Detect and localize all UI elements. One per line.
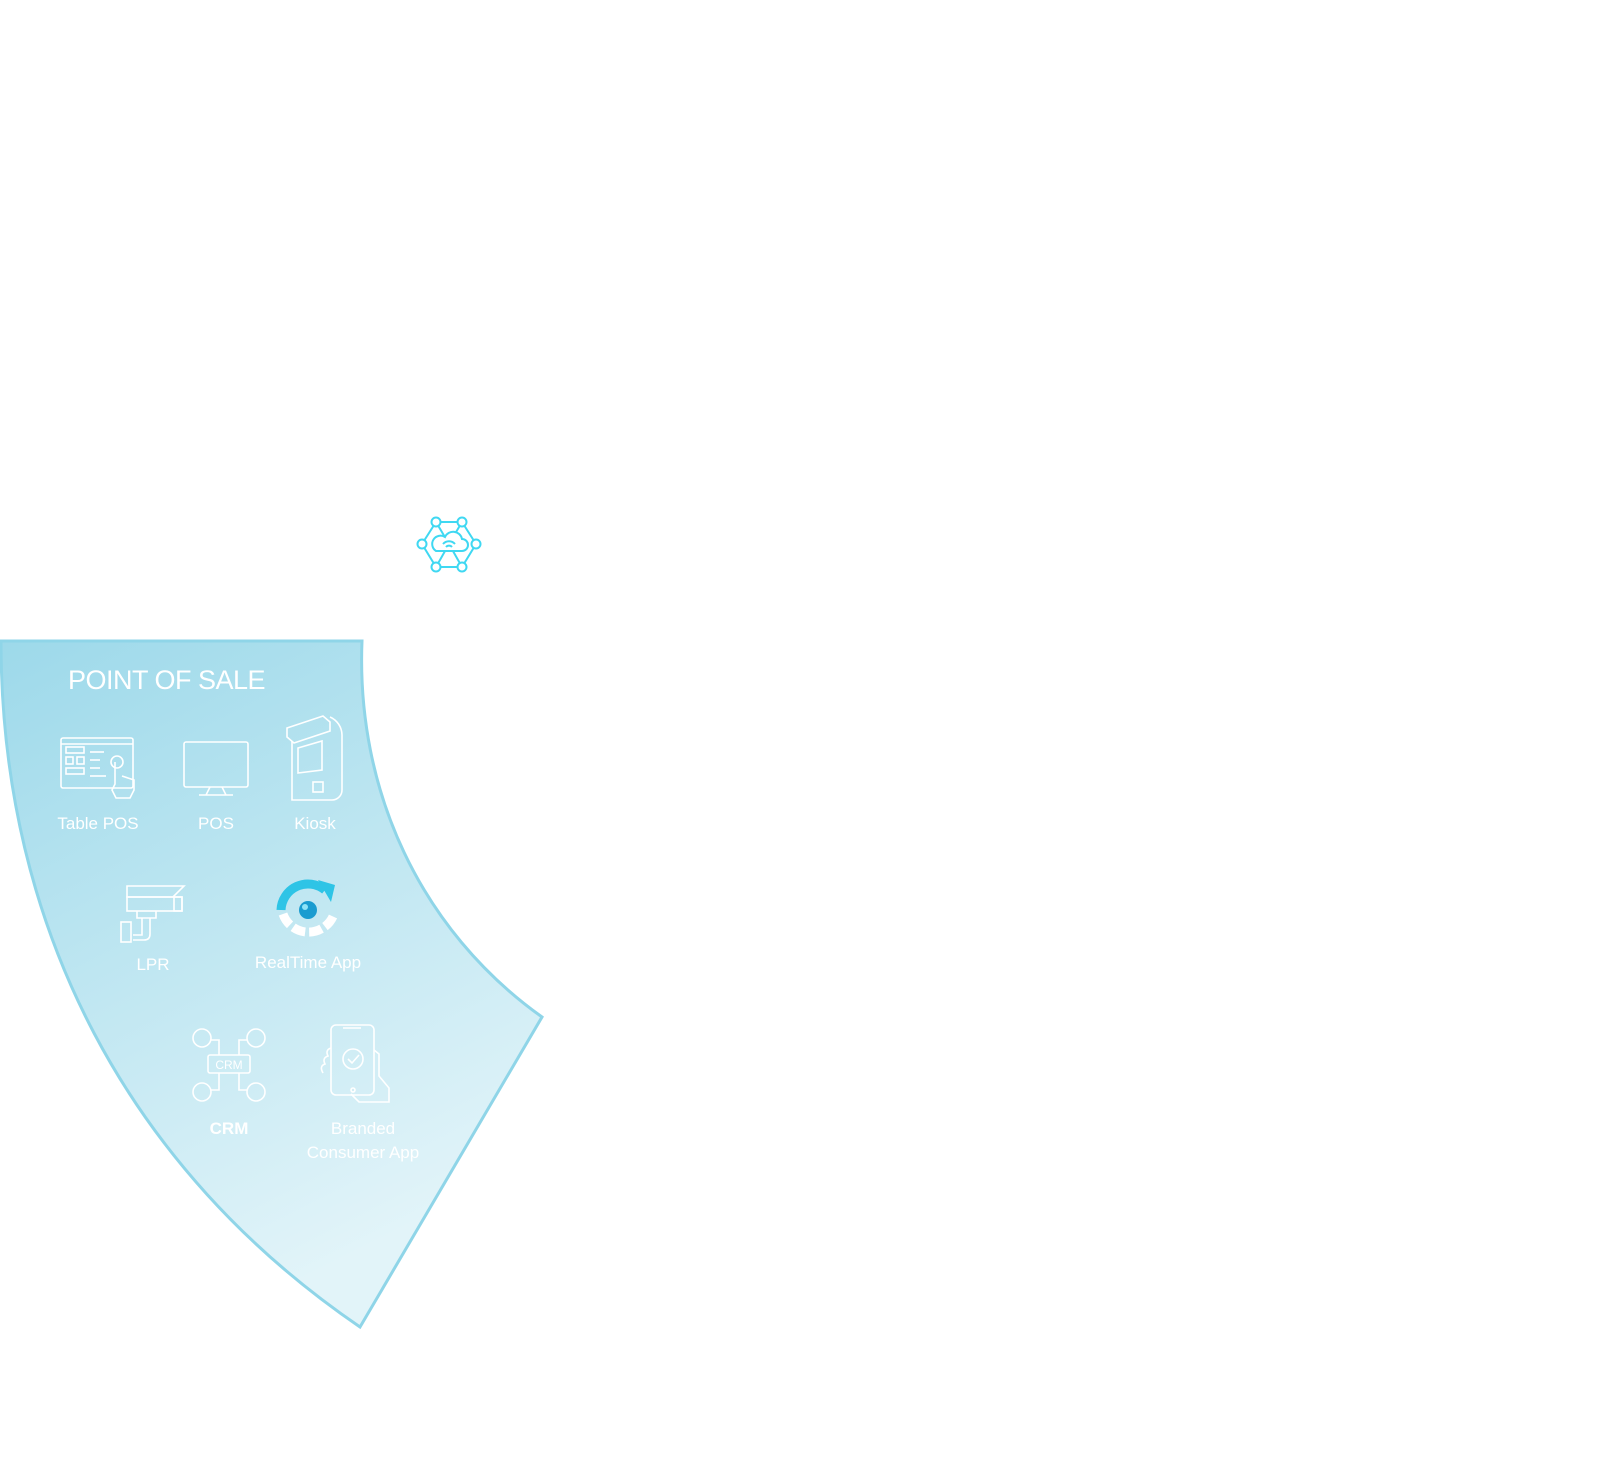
item-label-consumer-app: Consumer App	[306, 1143, 420, 1162]
item-label-crm: CRM	[209, 1119, 249, 1138]
item-label-table-pos: Table POS	[57, 814, 139, 833]
crm-network-icon: CRM	[192, 1028, 266, 1102]
item-label-branded: Branded	[330, 1119, 396, 1138]
cloud-network-icon	[416, 516, 482, 573]
section-title: POINT OF SALE	[68, 665, 266, 695]
svg-text:CRM: CRM	[215, 1058, 242, 1072]
item-label-lpr: LPR	[136, 955, 170, 974]
item-label-kiosk: Kiosk	[294, 814, 336, 833]
kiosk-icon	[286, 715, 343, 801]
item-label-realtime-app: RealTime App	[254, 953, 362, 972]
touch-screen-icon	[60, 737, 135, 799]
item-label-pos: POS	[198, 814, 234, 833]
camera-icon	[120, 885, 186, 943]
monitor-icon	[183, 741, 249, 796]
realtime-sync-icon	[276, 879, 339, 937]
phone-hand-icon	[320, 1024, 390, 1103]
